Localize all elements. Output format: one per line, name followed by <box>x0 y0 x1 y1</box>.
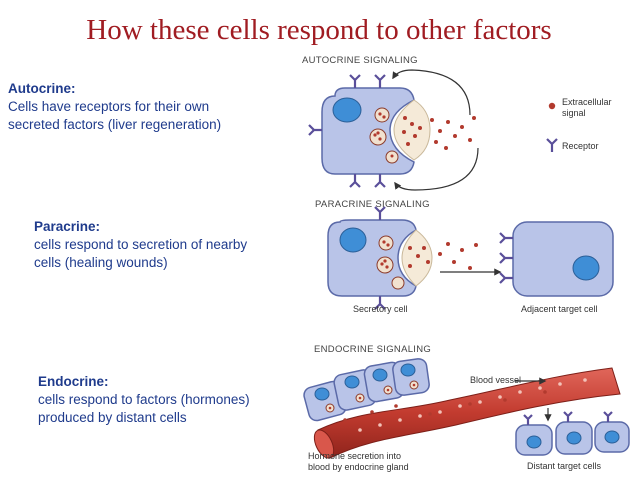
endocrine-diagram-label: ENDOCRINE SIGNALING <box>314 344 431 355</box>
legend-signal-label-1: Extracellular <box>562 97 612 107</box>
paracrine-diagram-label: PARACRINE SIGNALING <box>315 199 430 210</box>
adjacent-target-label: Adjacent target cell <box>521 304 598 314</box>
autocrine-cell <box>321 87 431 175</box>
endocrine-text: Endocrine: cells respond to factors (hor… <box>38 373 250 427</box>
autocrine-nucleus <box>332 97 362 123</box>
endocrine-gland-cells <box>303 358 430 422</box>
legend-signal-label-2: signal <box>562 108 586 118</box>
paracrine-line-2: cells (healing wounds) <box>34 255 168 270</box>
autocrine-heading: Autocrine: <box>8 81 76 96</box>
autocrine-receptors <box>308 74 386 188</box>
legend: Extracellular signal Receptor <box>546 97 612 152</box>
distant-targets-label: Distant target cells <box>527 461 602 471</box>
distant-target-cells <box>515 411 630 456</box>
paracrine-text: Paracrine: cells respond to secretion of… <box>34 218 247 272</box>
endocrine-heading: Endocrine: <box>38 374 109 389</box>
hormone-secretion-label-1: Hormone secretion into <box>308 451 401 461</box>
autocrine-return-arrow-bottom <box>394 147 479 191</box>
endocrine-line-2: produced by distant cells <box>38 410 187 425</box>
autocrine-line-1: Cells have receptors for their own <box>8 99 210 114</box>
autocrine-return-arrow-top <box>392 69 471 116</box>
blood-vessel-label: Blood vessel <box>470 375 521 385</box>
autocrine-diagram-label: AUTOCRINE SIGNALING <box>302 55 418 66</box>
paracrine-line-1: cells respond to secretion of nearby <box>34 237 248 252</box>
paracrine-signals <box>408 242 478 270</box>
adjacent-target-cell <box>499 221 614 297</box>
secretory-cell <box>327 206 433 310</box>
endocrine-hormones <box>343 390 547 422</box>
hormone-secretion-label-2: blood by endocrine gland <box>308 462 409 472</box>
paracrine-heading: Paracrine: <box>34 219 101 234</box>
endocrine-line-1: cells respond to factors (hormones) <box>38 392 250 407</box>
slide-title: How these cells respond to other factors <box>86 14 552 46</box>
legend-receptor-icon <box>546 138 558 152</box>
autocrine-signals <box>402 116 476 150</box>
autocrine-line-2: secreted factors (liver regeneration) <box>8 117 222 132</box>
secretory-cell-label: Secretory cell <box>353 304 408 314</box>
autocrine-text: Autocrine: Cells have receptors for thei… <box>8 80 221 134</box>
legend-signal-dot <box>548 102 556 110</box>
legend-receptor-label: Receptor <box>562 141 599 151</box>
